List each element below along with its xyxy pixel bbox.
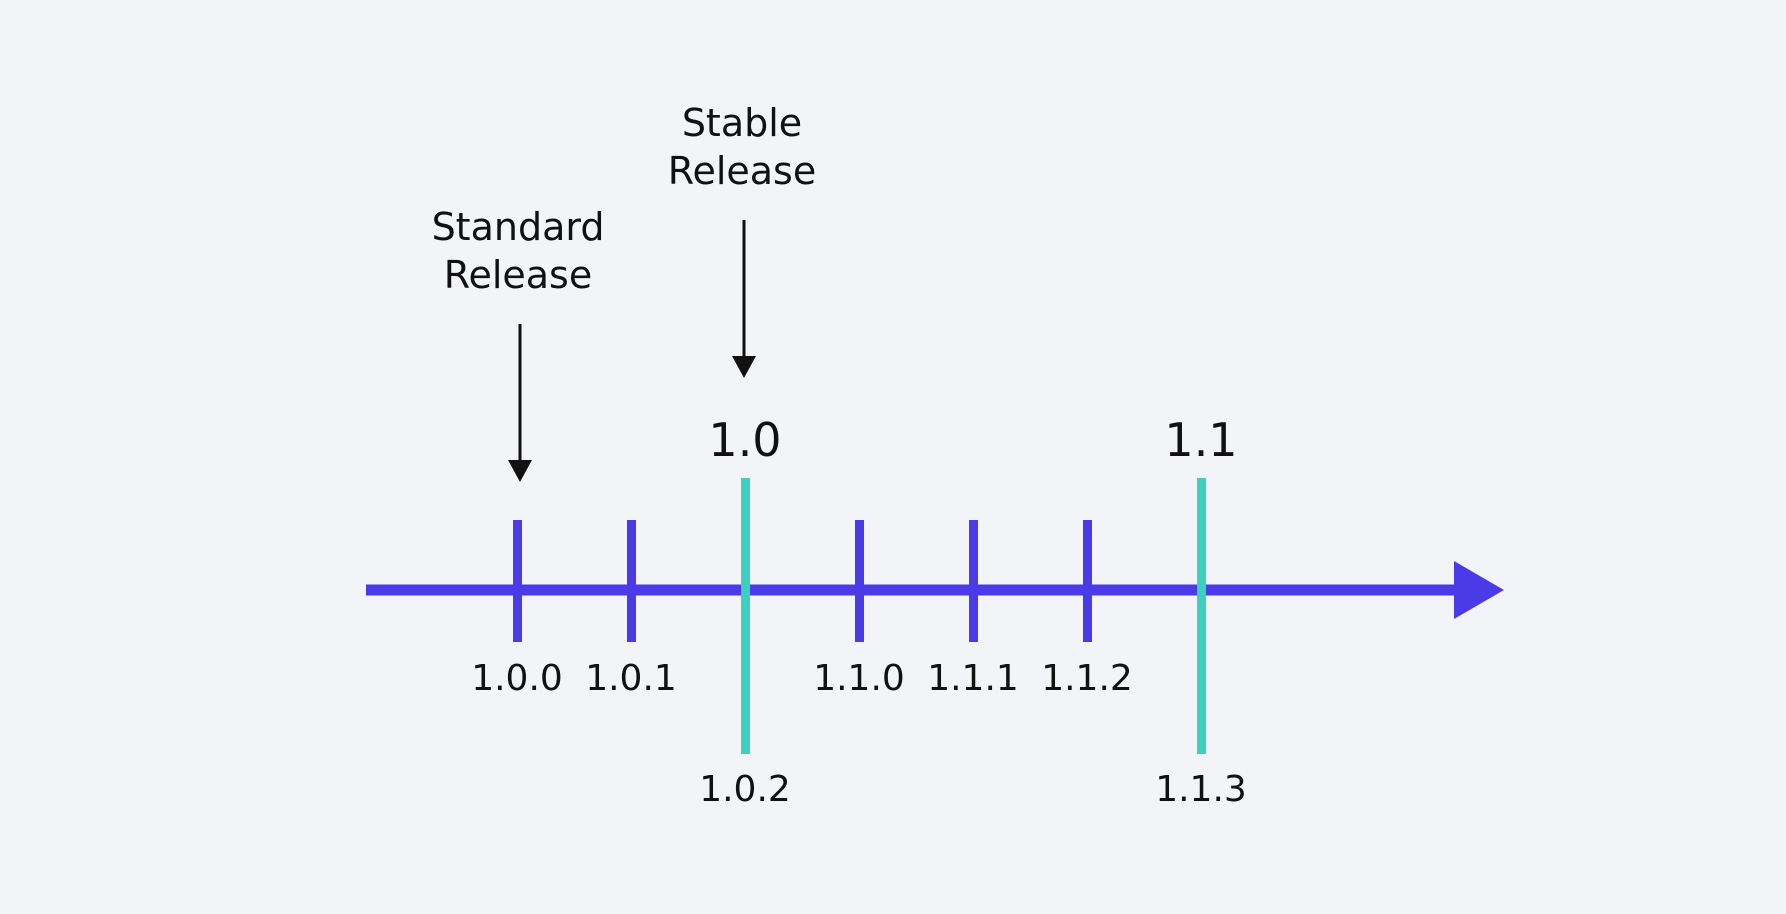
major-label-1.1: 1.1: [1164, 413, 1237, 467]
callout-stable-line1: Stable: [682, 101, 802, 145]
callout-standard-line2: Release: [444, 253, 592, 297]
version-label-1.1.2: 1.1.2: [1041, 658, 1133, 699]
version-label-1.0.2: 1.0.2: [699, 769, 791, 810]
tick-1.0.0: [513, 520, 522, 642]
tick-1.0.1: [627, 520, 636, 642]
tick-1.0.2: [741, 478, 750, 754]
version-label-1.1.3: 1.1.3: [1155, 769, 1247, 810]
callout-standard-line1: Standard: [432, 205, 605, 249]
version-label-1.0.1: 1.0.1: [585, 658, 677, 699]
timeline-arrowhead: [1454, 561, 1504, 619]
version-label-1.1.1: 1.1.1: [927, 658, 1019, 699]
callout-stable-line2: Release: [668, 149, 816, 193]
version-label-1.1.0: 1.1.0: [813, 658, 905, 699]
version-label-1.0.0: 1.0.0: [471, 658, 563, 699]
callout-standard-arrow-head: [508, 460, 532, 482]
tick-1.1.0: [855, 520, 864, 642]
major-label-1.0: 1.0: [708, 413, 781, 467]
tick-1.1.1: [969, 520, 978, 642]
tick-1.1.2: [1083, 520, 1092, 642]
callout-stable-arrow-head: [732, 356, 756, 378]
tick-1.1.3: [1197, 478, 1206, 754]
